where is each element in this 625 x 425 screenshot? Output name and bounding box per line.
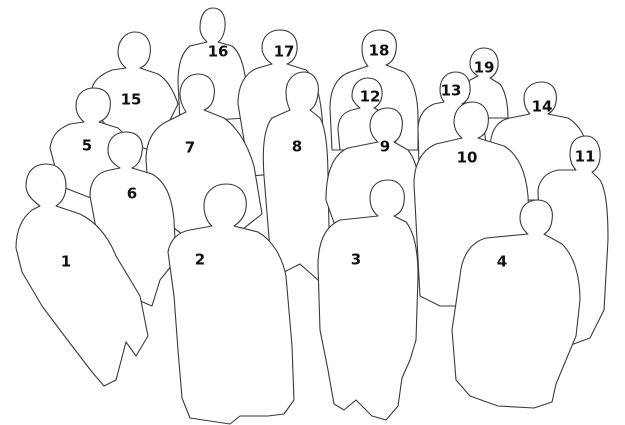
label-7: 7 xyxy=(185,139,195,157)
label-5: 5 xyxy=(82,137,92,155)
label-16: 16 xyxy=(208,43,229,61)
label-10: 10 xyxy=(457,149,478,167)
label-2: 2 xyxy=(195,251,205,269)
label-1: 1 xyxy=(61,253,71,271)
label-17: 17 xyxy=(274,43,295,61)
label-11: 11 xyxy=(575,148,596,166)
label-8: 8 xyxy=(292,138,302,156)
label-15: 15 xyxy=(121,91,142,109)
label-6: 6 xyxy=(127,185,137,203)
label-12: 12 xyxy=(360,88,381,106)
label-9: 9 xyxy=(380,138,390,156)
label-4: 4 xyxy=(497,253,507,271)
label-3: 3 xyxy=(351,251,361,269)
label-14: 14 xyxy=(532,98,553,116)
label-13: 13 xyxy=(441,82,462,100)
label-19: 19 xyxy=(474,59,495,77)
label-18: 18 xyxy=(369,42,390,60)
